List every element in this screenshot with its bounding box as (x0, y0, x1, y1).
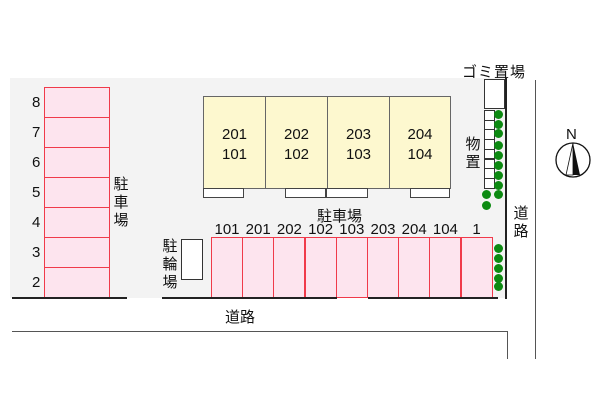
parking-stall (44, 87, 110, 118)
tree-icon (494, 274, 503, 283)
stall-number: 204 (401, 221, 427, 238)
parking-stall (44, 117, 110, 148)
stall-number: 4 (32, 214, 41, 231)
stall-number: 203 (370, 221, 396, 238)
parking-stall (44, 177, 110, 208)
unit-number-upper: 201 (221, 126, 248, 143)
unit-number-lower: 102 (283, 146, 310, 163)
balcony (410, 188, 450, 198)
parking-stall (304, 237, 337, 298)
boundary-line (162, 297, 337, 299)
tree-icon (494, 129, 503, 138)
stall-number: 103 (339, 221, 365, 238)
stall-number: 101 (214, 221, 240, 238)
road-edge (507, 331, 508, 359)
tree-icon (494, 171, 503, 180)
unit-number-lower: 103 (345, 146, 372, 163)
boundary-line (368, 297, 498, 299)
balcony (203, 188, 244, 198)
tree-icon (482, 201, 491, 210)
stall-number: 7 (32, 124, 41, 141)
stall-number: 102 (308, 221, 334, 238)
stall-number: 8 (32, 94, 41, 111)
road-edge (12, 331, 508, 332)
stall-number: 202 (276, 221, 302, 238)
parking-stall (335, 237, 368, 298)
tree-icon (494, 151, 503, 160)
garbage-label: ゴミ置場 (462, 64, 527, 81)
tree-icon (482, 190, 491, 199)
tree-icon (494, 282, 503, 291)
unit-number-upper: 204 (407, 126, 433, 143)
tree-icon (494, 254, 503, 263)
tree-icon (494, 244, 503, 253)
balcony (326, 188, 368, 198)
unit-number-upper: 203 (345, 126, 372, 143)
balcony (285, 188, 326, 198)
unit-number-lower: 104 (407, 146, 433, 163)
parking-stall (429, 237, 462, 298)
parking-stall (44, 267, 110, 298)
center-parking-label: 駐車場 (317, 208, 363, 225)
bicycle-parking-label: 駐輪場 (162, 238, 178, 291)
stall-number: 2 (32, 274, 41, 291)
parking-stall (460, 237, 493, 298)
road-east-label: 道路 (513, 205, 529, 240)
stall-number: 104 (432, 221, 458, 238)
left-parking-label: 駐車場 (113, 176, 129, 229)
road-edge (535, 80, 536, 359)
tree-icon (494, 181, 503, 190)
parking-stall (44, 207, 110, 238)
tree-icon (494, 120, 503, 129)
boundary-line (505, 78, 507, 299)
parking-stall (44, 147, 110, 178)
garbage-area (484, 79, 505, 109)
tree-icon (494, 264, 503, 273)
storage-label: 物置 (465, 136, 481, 171)
unit-number-lower: 101 (221, 146, 248, 163)
stall-number: 5 (32, 184, 41, 201)
tree-icon (494, 161, 503, 170)
tree-icon (494, 190, 503, 199)
tree-icon (494, 110, 503, 119)
compass-n-label: N (566, 126, 577, 143)
stall-number: 3 (32, 244, 41, 261)
boundary-line (12, 297, 127, 299)
compass-icon (555, 142, 591, 178)
bicycle-parking (181, 239, 203, 280)
parking-stall (211, 237, 243, 298)
road-south-label: 道路 (225, 309, 256, 326)
parking-stall (398, 237, 431, 298)
tree-icon (494, 141, 503, 150)
stall-number: 1 (472, 221, 481, 238)
unit-number-upper: 202 (283, 126, 310, 143)
parking-stall (273, 237, 306, 298)
stall-number: 6 (32, 154, 41, 171)
parking-stall (44, 237, 110, 268)
parking-stall (367, 237, 399, 298)
stall-number: 201 (245, 221, 271, 238)
parking-stall (242, 237, 275, 298)
